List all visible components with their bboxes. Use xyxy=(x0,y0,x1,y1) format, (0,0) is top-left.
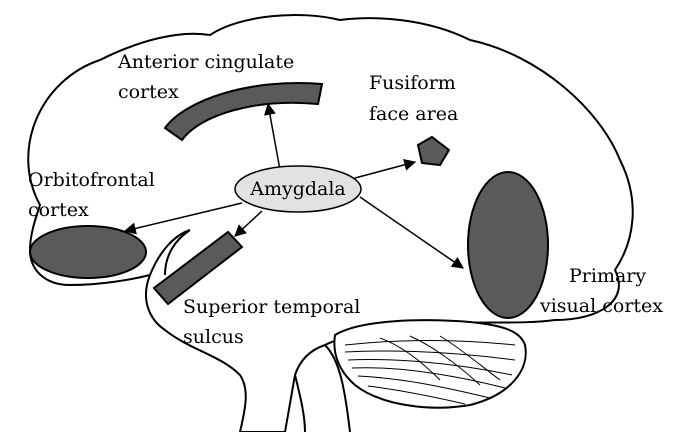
cerebellum xyxy=(334,320,525,407)
primary-visual-cortex-shape xyxy=(468,172,548,318)
anterior-cingulate-label-line2: cortex xyxy=(118,81,179,103)
anterior-cingulate-label-line1: Anterior cingulate xyxy=(117,51,294,73)
superior-temporal-sulcus-label-line2: sulcus xyxy=(183,326,244,348)
fusiform-face-area-label-line1: Fusiform xyxy=(369,72,456,94)
amygdala-label: Amygdala xyxy=(249,178,346,200)
superior-temporal-sulcus-label-line1: Superior temporal xyxy=(183,296,360,318)
amygdala-node: Amygdala xyxy=(235,166,361,212)
fusiform-face-area-label-line2: face area xyxy=(369,103,458,125)
orbitofrontal-cortex-shape xyxy=(30,226,146,278)
primary-visual-cortex-label-line1: Primary xyxy=(569,265,646,287)
primary-visual-cortex-label-line2: visual cortex xyxy=(539,295,663,317)
orbitofrontal-cortex-label-line1: Orbitofrontal xyxy=(28,169,155,191)
orbitofrontal-cortex-label-line2: cortex xyxy=(28,199,89,221)
